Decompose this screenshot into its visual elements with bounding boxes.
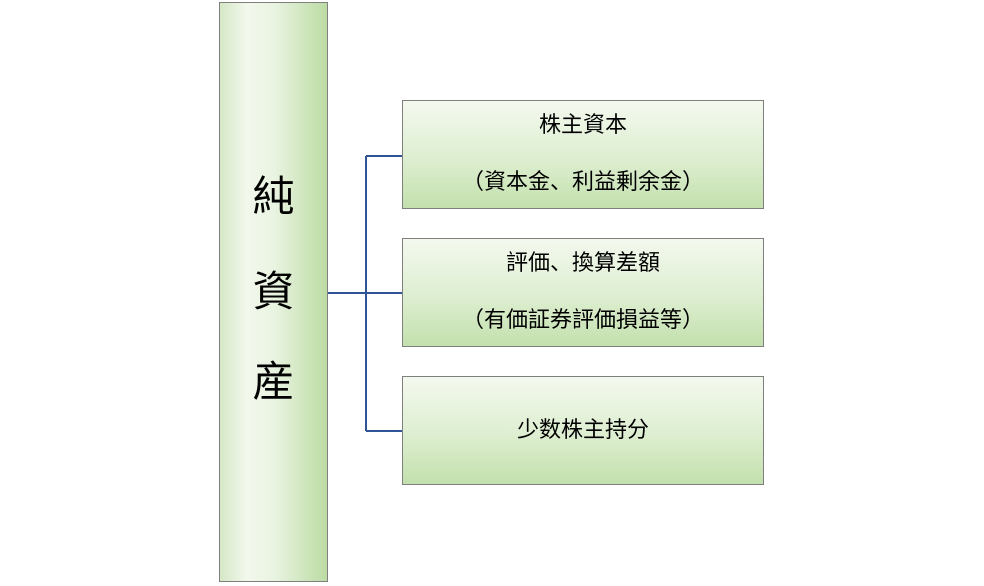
valuation-adjustments-title: 評価、換算差額 xyxy=(505,251,660,276)
valuation-adjustments-box: 評価、換算差額 （有価証券評価損益等） xyxy=(402,238,764,347)
net-assets-char-3: 産 xyxy=(252,357,295,406)
shareholders-equity-box: 株主資本 （資本金、利益剰余金） xyxy=(402,100,764,209)
valuation-adjustments-detail: （有価証券評価損益等） xyxy=(461,308,704,333)
net-assets-char-1: 純 xyxy=(252,172,295,221)
net-assets-box: 純 資 産 xyxy=(219,2,328,582)
minority-interests-box: 少数株主持分 xyxy=(402,376,764,485)
shareholders-equity-detail: （資本金、利益剰余金） xyxy=(461,170,704,195)
minority-interests-title: 少数株主持分 xyxy=(516,418,649,443)
net-assets-char-2: 資 xyxy=(252,267,295,316)
shareholders-equity-title: 株主資本 xyxy=(538,113,627,138)
